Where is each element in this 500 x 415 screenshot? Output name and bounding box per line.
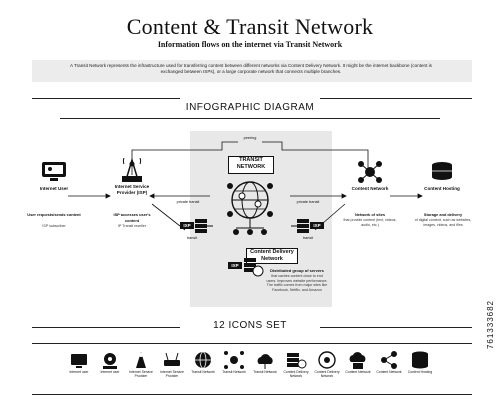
ixp-bottom-tag: IXP [228,262,242,269]
cdn-desc: that caches content close to end users. … [266,274,328,292]
icon-set-item: Internet user [97,350,123,374]
section-title-icons: 12 ICONS SET [180,320,320,331]
node-isp-label: Internet Service Provider (ISP) [114,184,150,195]
node-internet-user-desc: User requests/sends content [27,212,81,217]
content-hosting-icon [432,162,452,180]
transit-network-globe-icon [227,181,273,235]
page-title: Content & Transit Network [126,14,374,39]
private-transit-left-label: private transit [176,200,200,204]
cdn-desc-title: Distributed group of servers [270,268,324,273]
icon-set-item: Transit Network [221,350,247,374]
icon-set-item: Content Network [376,350,402,374]
content-network-icon [358,161,382,183]
ixp-right-tag: IXP [310,222,324,229]
cdn-server-icon [244,258,264,277]
icon-set-item: Content Network [345,350,371,374]
cdn-server-icon [287,353,307,369]
content-hosting-icon [412,351,428,369]
node-internet-user-desc2: ISP subscriber [42,224,66,228]
transit-right-label: transit [302,236,314,240]
description-text: A Transit Network represents the infrast… [70,63,432,74]
internet-user-monitor-icon [71,354,87,368]
icon-set-item: Content Delivery Network [283,350,309,378]
content-network-share-icon [381,351,397,369]
divider [60,118,440,119]
icon-set-item: Internet user [66,350,92,374]
icon-set-label: Content Delivery Network [283,370,309,378]
node-content-hosting-label: Content Hosting [424,186,460,191]
private-transit-right-label: private transit [296,200,320,204]
icon-set-row: Internet user Internet user Internet Servi… [66,350,446,390]
icon-set-item: Content Delivery Network [314,350,340,378]
icon-set-label: Internet Service Provider [160,370,184,378]
icon-set-label: Content Network [345,370,371,374]
icon-set-label: Content Delivery Network [314,370,340,378]
node-content-network-label: Content Network [351,186,389,191]
icon-set-item: Transit Network [252,350,278,374]
node-content-network-desc2: that provide content (text, videos, audi… [343,218,397,227]
transit-network-cloud-icon [257,354,273,369]
node-isp-desc2: IP Transit reseller [118,224,146,228]
node-content-hosting-desc: Storage and delivery [423,212,463,217]
transit-network-globe-icon [195,351,211,369]
icon-set-label: Content Network [376,370,402,374]
icon-set-item: Internet Service Provider [128,350,154,378]
cdn-globe-icon [318,351,336,369]
icon-set-label: Transit Network [253,370,277,374]
isp-tower-icon [136,352,146,368]
icon-set-label: Transit Network [222,370,246,374]
isp-tower-icon [122,158,142,182]
description-band [32,60,472,82]
transit-left-label: transit [186,236,198,240]
icon-set-item: Internet Service Provider [159,350,185,378]
node-isp-desc: ISP accesses user's content [113,212,151,223]
ixp-server-right-icon [291,219,309,233]
isp-router-icon [164,352,180,366]
node-content-hosting-desc2: of digital content, such as websites, im… [414,218,472,227]
divider [32,343,472,344]
icon-set-label: Content Hosting [407,370,433,374]
icon-set-item: Content Hosting [407,350,433,374]
icon-set-label: Internet user [100,370,120,374]
transit-network-hub-icon [224,351,244,369]
internet-user-monitor-icon [42,162,66,181]
peering-label: peering [243,136,257,140]
ixp-server-left-icon [195,219,213,233]
page-subtitle: Information flows on the internet via Tr… [157,40,343,49]
internet-user-gear-icon [103,353,117,369]
node-internet-user-label: Internet User [39,186,69,191]
icon-set-item: Transit Network [190,350,216,374]
watermark-id: 761333682 [486,300,495,350]
icon-set-label: Transit Network [191,370,215,374]
content-network-icon [349,352,366,369]
section-title-diagram: INFOGRAPHIC DIAGRAM [185,102,315,113]
icon-set-label: Internet user [69,370,89,374]
divider-gap [180,94,320,104]
transit-network-box: TRANSIT NETWORK [228,156,274,174]
divider [32,394,472,395]
ixp-left-tag: IXP [180,222,194,229]
icon-set-label: Internet Service Provider [129,370,153,378]
node-content-network-desc: Network of sites [354,212,386,217]
cdn-box: Content Delivery Network [246,248,298,264]
